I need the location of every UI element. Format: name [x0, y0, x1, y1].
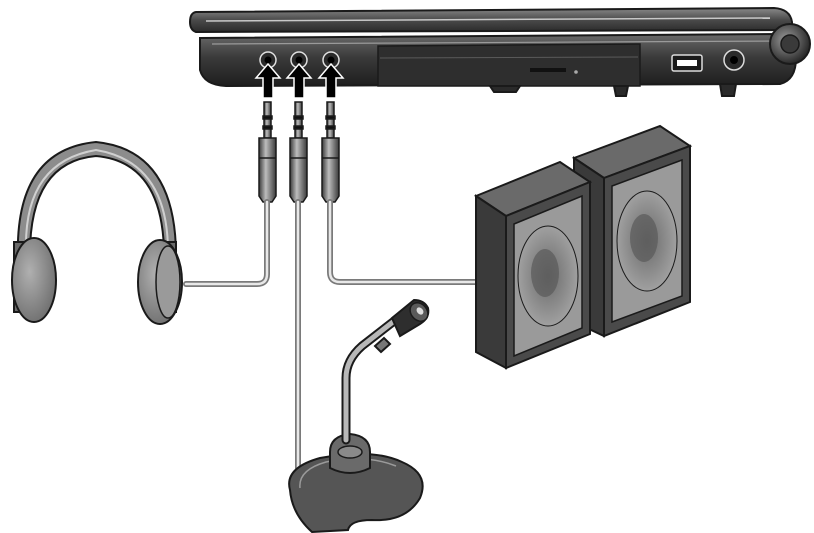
speaker-cable	[330, 202, 478, 282]
speakers-icon	[476, 126, 690, 368]
usb-port-icon	[672, 55, 702, 71]
laptop-side-icon	[190, 8, 810, 96]
dc-in-port-icon	[724, 50, 744, 70]
microphone-plug-icon	[290, 102, 307, 202]
line-in-plug-icon	[322, 102, 339, 202]
microphone-icon	[289, 299, 431, 532]
headphone-plug-icon	[259, 102, 276, 202]
speaker-right	[574, 126, 690, 336]
headphone-cable	[186, 202, 267, 284]
speaker-left	[476, 162, 590, 368]
headphones-icon	[12, 142, 182, 324]
